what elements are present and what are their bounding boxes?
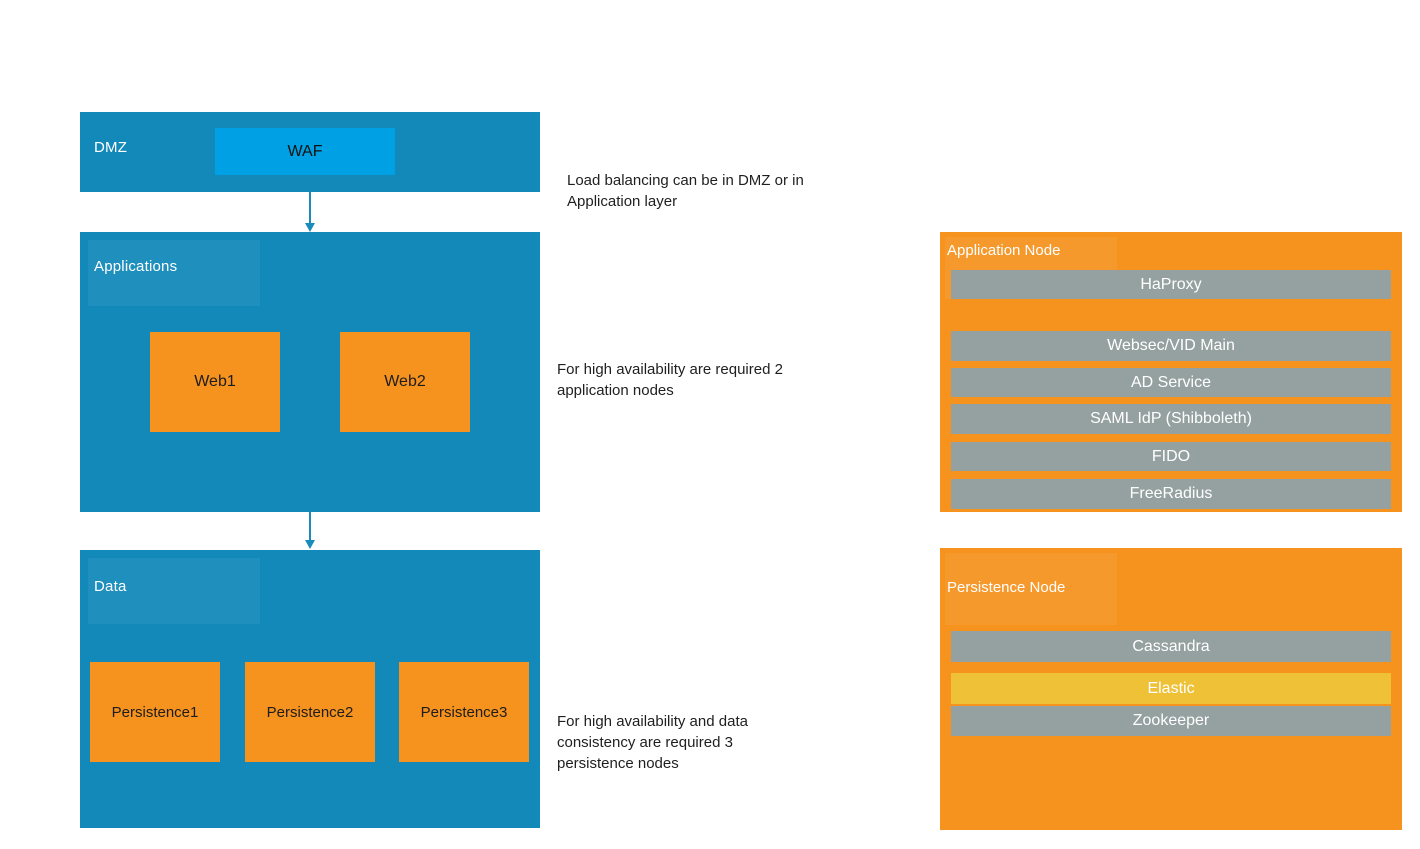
- node-persistence2: Persistence2: [245, 662, 375, 762]
- node-web1: Web1: [150, 332, 280, 432]
- service-bar-haproxy: HaProxy: [951, 270, 1391, 299]
- service-bar-cassandra: Cassandra: [951, 631, 1391, 662]
- annotation-persistence-nodes: For high availability and data consisten…: [557, 713, 748, 772]
- flow-arrow-icon: [305, 512, 315, 549]
- panel-persistence-node-title: Persistence Node: [947, 579, 1066, 596]
- layer-dmz: DMZ WAF: [80, 112, 540, 192]
- layer-data-label: Data: [94, 578, 127, 595]
- service-bar-zookeeper: Zookeeper: [951, 706, 1391, 736]
- service-bar-freeradius: FreeRadius: [951, 479, 1391, 509]
- annotation-application-nodes: For high availability are required 2 app…: [557, 361, 783, 399]
- layer-applications-label: Applications: [94, 258, 178, 275]
- layer-applications: Applications Web1 Web2: [80, 232, 540, 512]
- panel-application-node-title: Application Node: [947, 242, 1061, 259]
- panel-application-node: Application Node HaProxy Websec/VID Main…: [940, 232, 1402, 512]
- layer-dmz-label: DMZ: [94, 139, 128, 156]
- service-bar-websec: Websec/VID Main: [951, 331, 1391, 361]
- layer-data: Data Persistence1 Persistence2 Persisten…: [80, 550, 540, 828]
- node-web2: Web2: [340, 332, 470, 432]
- panel-persistence-node: Persistence Node Cassandra Elastic Zooke…: [940, 548, 1402, 830]
- node-persistence3: Persistence3: [399, 662, 529, 762]
- service-bar-ad-service: AD Service: [951, 368, 1391, 397]
- annotation-load-balancing: Load balancing can be in DMZ or in Appli…: [567, 172, 804, 210]
- service-bar-elastic: Elastic: [951, 673, 1391, 704]
- node-waf: WAF: [215, 128, 395, 175]
- node-persistence1: Persistence1: [90, 662, 220, 762]
- service-bar-fido: FIDO: [951, 442, 1391, 471]
- service-bar-saml-idp: SAML IdP (Shibboleth): [951, 404, 1391, 434]
- flow-arrow-icon: [305, 192, 315, 232]
